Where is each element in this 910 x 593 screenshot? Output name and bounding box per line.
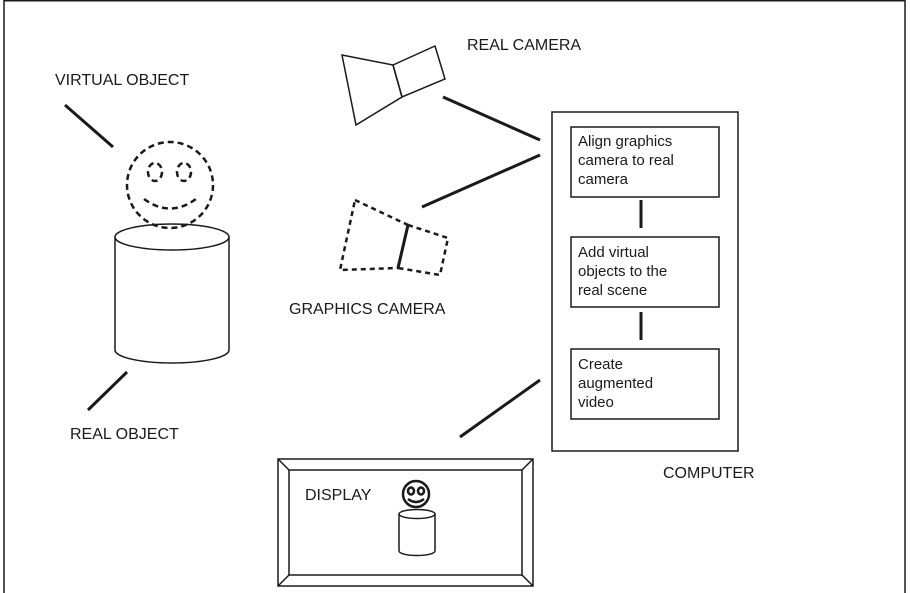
step-text-add: Add virtual objects to the real scene <box>578 244 668 299</box>
graphics-camera-divider <box>396 224 410 269</box>
virtual-object <box>125 140 215 230</box>
display-smiley-mouth <box>407 497 425 504</box>
computer-label: COMPUTER <box>663 465 755 482</box>
real-camera-body <box>392 44 446 99</box>
step-box-align <box>570 126 720 198</box>
real-object-label: REAL OBJECT <box>70 426 179 443</box>
display-bevel-tr <box>521 458 534 471</box>
real-object-leader <box>86 370 129 412</box>
step-box-add <box>570 236 720 308</box>
real-camera <box>341 44 446 127</box>
real-camera-connector <box>442 95 541 142</box>
graphics-camera-label: GRAPHICS CAMERA <box>289 301 446 318</box>
display-cylinder-top <box>398 508 436 520</box>
graphics-camera-connector <box>421 153 541 209</box>
computer-box <box>551 111 739 452</box>
display-bevel-tl <box>277 458 290 471</box>
display-bevel-bl <box>277 574 290 587</box>
virtual-object-right-eye <box>175 161 193 183</box>
display-inner-frame <box>288 469 523 576</box>
virtual-object-face <box>125 140 215 230</box>
display-cylinder-bottom <box>398 550 436 557</box>
display-smiley-left-eye <box>406 486 416 496</box>
virtual-object-leader <box>64 103 114 149</box>
display-smiley-face <box>401 479 431 509</box>
step-text-align: Align graphics camera to real camera <box>578 133 674 188</box>
display-bevel-br <box>521 574 534 587</box>
display-cylinder <box>398 508 436 557</box>
graphics-camera-lens <box>338 198 410 272</box>
real-object-cylinder <box>114 223 230 364</box>
display-smiley-right-eye <box>416 486 426 496</box>
display-outer-frame <box>277 458 534 587</box>
virtual-object-left-eye <box>146 161 164 183</box>
display-label: DISPLAY <box>305 487 372 504</box>
display <box>277 458 534 587</box>
cylinder-bottom <box>114 349 230 364</box>
virtual-object-label: VIRTUAL OBJECT <box>55 72 190 89</box>
step-text-create: Create augmented video <box>578 356 654 411</box>
step-box-create <box>570 348 720 420</box>
real-camera-label: REAL CAMERA <box>467 37 582 54</box>
connectors <box>64 95 643 439</box>
display-smiley <box>401 479 431 509</box>
display-connector <box>459 378 541 439</box>
virtual-object-smile <box>143 197 197 210</box>
graphics-camera <box>338 198 450 277</box>
